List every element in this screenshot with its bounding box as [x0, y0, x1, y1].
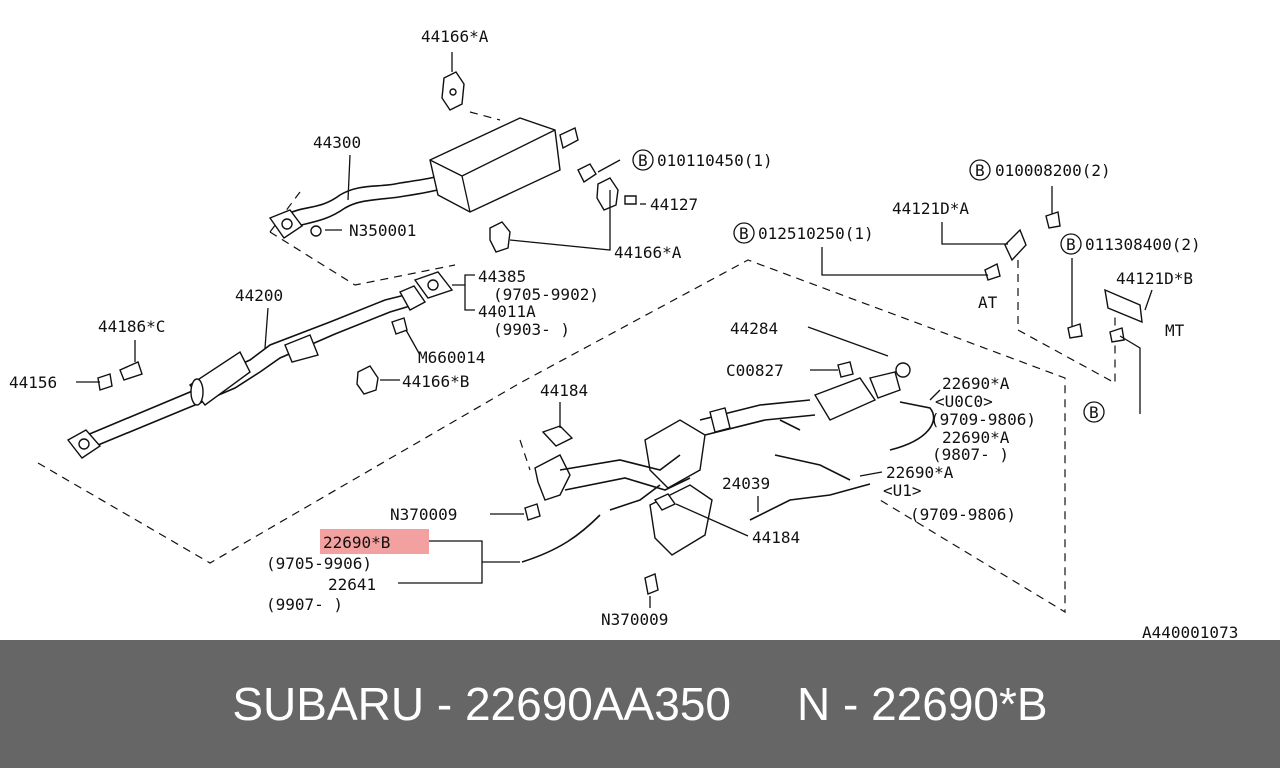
label-C00827: C00827 [726, 361, 784, 380]
label-range-9907: (9907- ) [266, 595, 343, 614]
label-M660014: M660014 [418, 348, 485, 367]
label-44166A-mid: 44166*A [614, 243, 682, 262]
label-24039: 24039 [722, 474, 770, 493]
label-range-9705-9902: (9705-9902) [493, 285, 599, 304]
label-44200: 44200 [235, 286, 283, 305]
circle-b-letter: B [975, 161, 985, 180]
circle-b-letter: B [739, 224, 749, 243]
label-range-9705-9906: (9705-9906) [266, 554, 372, 573]
label-range-9807: (9807- ) [932, 445, 1009, 464]
label-U1: <U1> [883, 481, 922, 500]
circle-b-marker [632, 149, 654, 171]
drawing-code: A440001073 [1142, 623, 1238, 640]
label-44284: 44284 [730, 319, 778, 338]
footer-brand-part: SUBARU - 22690AA350 [232, 678, 731, 730]
label-44156: 44156 [9, 373, 57, 392]
label-AT: AT [978, 293, 998, 312]
label-22690A-1: 22690*A [942, 374, 1010, 393]
label-22690B: 22690*B [323, 533, 390, 552]
label-44127: 44127 [650, 195, 698, 214]
label-22690A-3: 22690*A [886, 463, 954, 482]
part-labels: 44166*A 44300 010110450(1) 44127 N350001… [9, 27, 1238, 640]
circle-b-letter: B [1066, 235, 1076, 254]
label-44385: 44385 [478, 267, 526, 286]
label-44166A-top: 44166*A [421, 27, 489, 46]
label-44184-bottom: 44184 [752, 528, 800, 547]
footer-banner: SUBARU - 22690AA350 N - 22690*B [0, 640, 1280, 768]
label-range-9903: (9903- ) [493, 320, 570, 339]
label-range-9709-9806: (9709-9806) [930, 410, 1036, 429]
front-exhaust [521, 361, 935, 595]
label-010008200: 010008200(2) [995, 161, 1111, 180]
label-range-9709-9806-b: (9709-9806) [910, 505, 1016, 524]
label-MT: MT [1165, 321, 1185, 340]
label-U0C0: <U0C0> [935, 392, 993, 411]
label-N370009-b: N370009 [601, 610, 668, 629]
footer-ref: N - 22690*B [797, 678, 1048, 730]
center-pipe [66, 271, 454, 459]
label-44166B: 44166*B [402, 372, 469, 391]
label-22690A-2: 22690*A [942, 428, 1010, 447]
label-44184-top: 44184 [540, 381, 588, 400]
circle-b-letter: B [1089, 403, 1099, 422]
circle-b-marker [1060, 233, 1082, 255]
leader-lines [76, 52, 1153, 608]
label-44121DB: 44121D*B [1116, 269, 1193, 288]
label-22641: 22641 [328, 575, 376, 594]
label-44011A: 44011A [478, 302, 536, 321]
label-012510250-at: 012510250(1) [758, 224, 874, 243]
label-N370009-a: N370009 [390, 505, 457, 524]
label-44121DA: 44121D*A [892, 199, 969, 218]
label-44186C: 44186*C [98, 317, 165, 336]
brackets [984, 211, 1143, 343]
circle-b-letter: B [638, 151, 648, 170]
circle-b-marker [969, 159, 991, 181]
label-44300: 44300 [313, 133, 361, 152]
circle-b-marker [1083, 401, 1105, 423]
label-010110450: 010110450(1) [657, 151, 773, 170]
highlight-box [320, 529, 429, 554]
exhaust-parts-diagram: 44166*A 44300 010110450(1) 44127 N350001… [9, 27, 1238, 640]
label-011308400: 011308400(2) [1085, 235, 1201, 254]
circle-b-marker [733, 222, 755, 244]
rear-muffler [268, 71, 637, 253]
label-N350001: N350001 [349, 221, 416, 240]
